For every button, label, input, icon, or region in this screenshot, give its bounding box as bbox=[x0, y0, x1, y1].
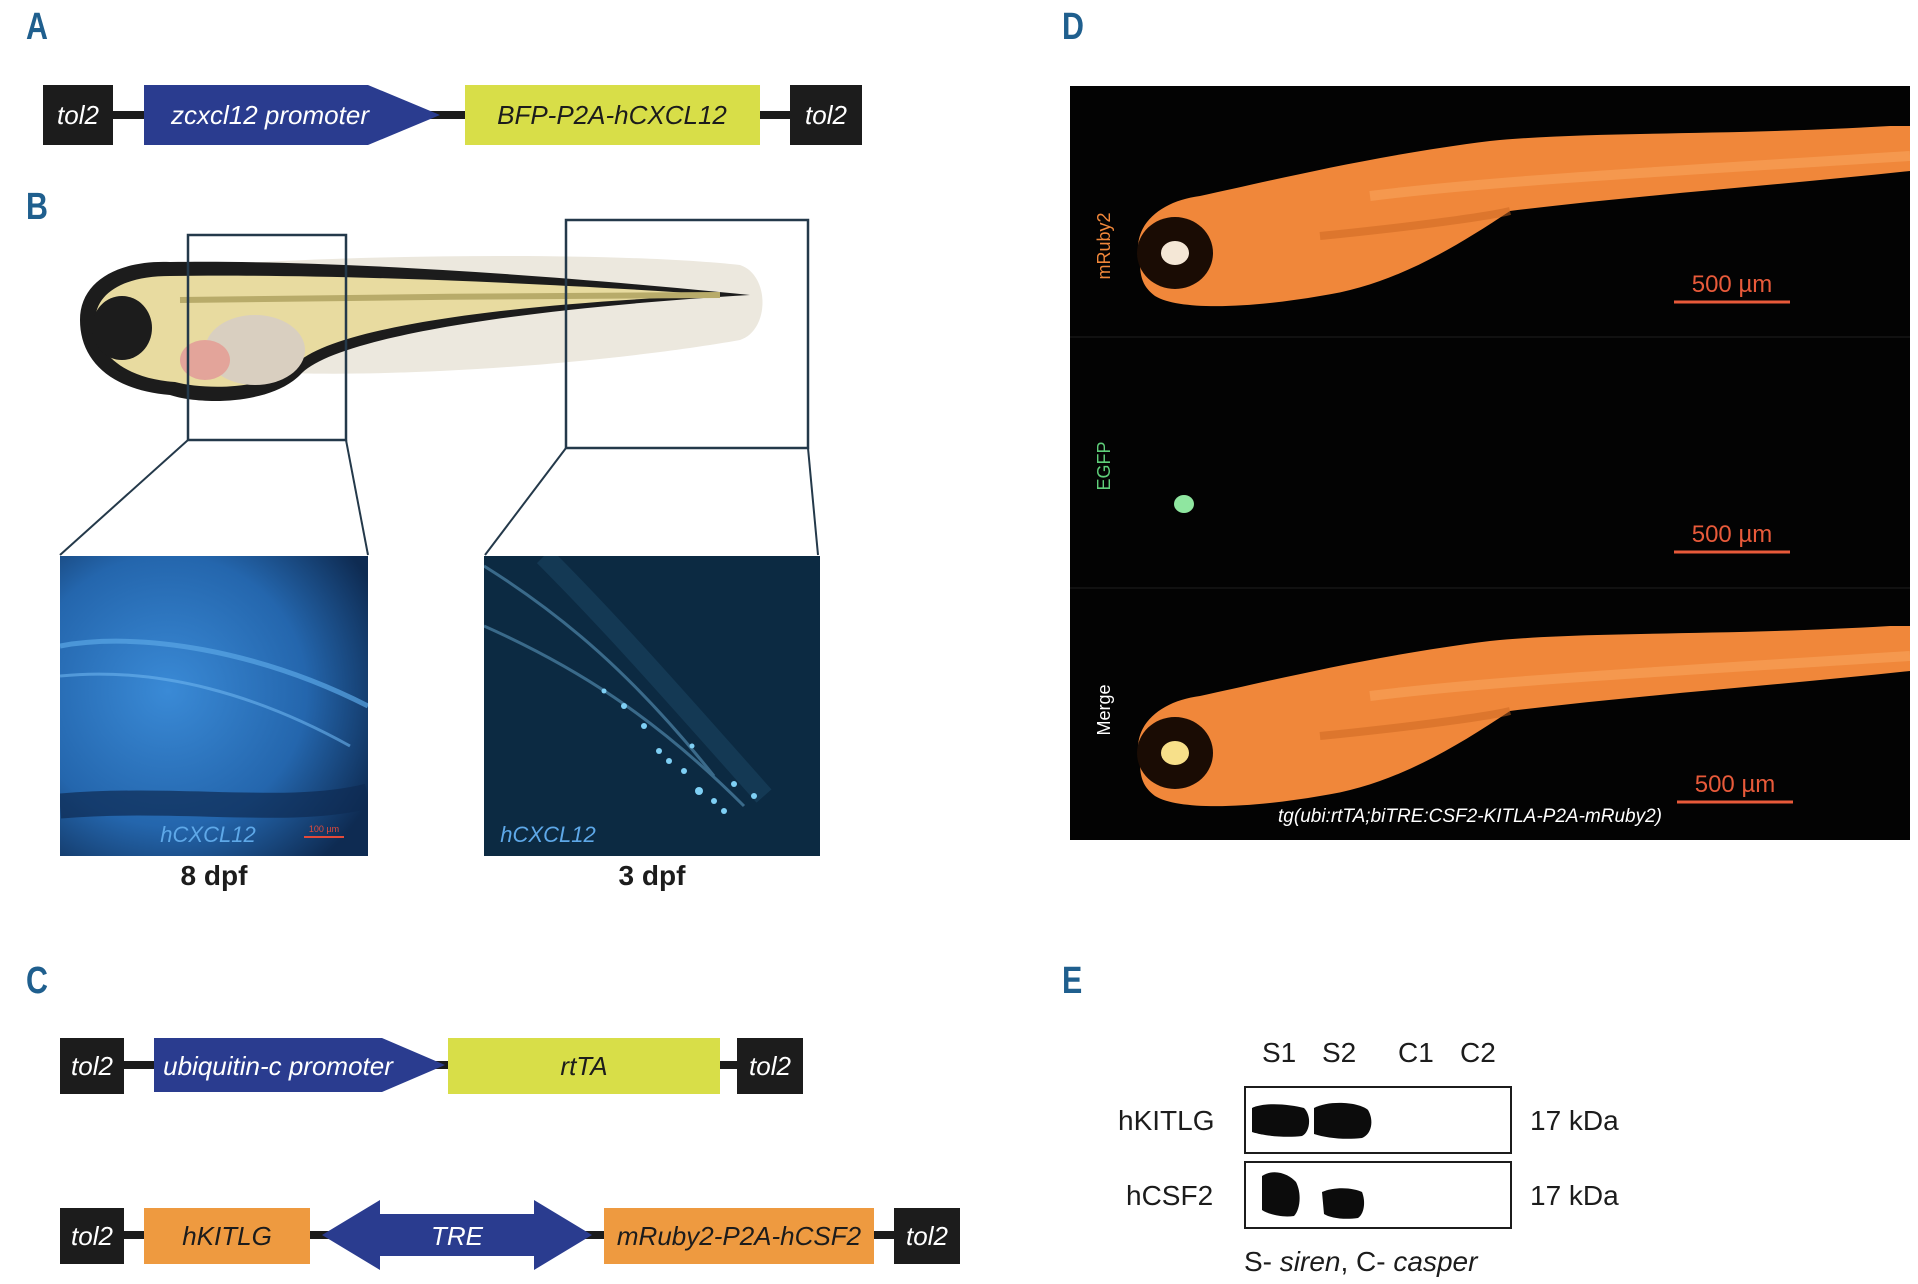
scalebar-label-3: 500 µm bbox=[1695, 771, 1776, 798]
size-label-1: 17 kDa bbox=[1530, 1105, 1619, 1136]
c2-tol2-right bbox=[894, 1208, 960, 1264]
c1-tol2-left-label: tol2 bbox=[71, 1051, 113, 1081]
inset-3dpf-cells bbox=[601, 688, 757, 814]
zoom-box-head bbox=[186, 233, 348, 442]
fluorescence-panel: mRuby2 500 µm EGFP 500 µm Merge 500 µm t… bbox=[1070, 86, 1910, 840]
label-merge: Merge bbox=[1094, 684, 1114, 735]
c2-tol2-left-label: tol2 bbox=[71, 1221, 113, 1251]
band-hkitlg-s1 bbox=[1252, 1104, 1310, 1137]
row-merge: Merge 500 µm tg(ubi:rtTA;biTRE:CSF2-KITL… bbox=[1094, 626, 1910, 827]
legend-prefix-c: , C- bbox=[1340, 1246, 1394, 1277]
tol2-box-left bbox=[43, 85, 113, 145]
size-label-2: 17 kDa bbox=[1530, 1180, 1619, 1211]
panel-letter-e: E bbox=[1062, 960, 1083, 1002]
panel-letter-a: A bbox=[26, 6, 48, 48]
tol2-label-right: tol2 bbox=[805, 100, 847, 130]
lane-label-s1: S1 bbox=[1262, 1037, 1297, 1068]
zoom-line-4 bbox=[807, 447, 819, 556]
construct-a: tol2 zcxcl12 promoter BFP-P2A-hCXCL12 to… bbox=[43, 85, 862, 145]
c1-tol2-right-label: tol2 bbox=[749, 1051, 791, 1081]
c2-mruby-label: mRuby2-P2A-hCSF2 bbox=[617, 1221, 862, 1251]
row-label-hcsf2: hCSF2 bbox=[1126, 1180, 1214, 1211]
band-hkitlg-s2 bbox=[1314, 1102, 1372, 1139]
zoom-box-tail bbox=[564, 218, 810, 450]
notochord bbox=[179, 292, 721, 303]
c2-tre-label: TRE bbox=[431, 1221, 484, 1251]
c2-tol2-right-label: tol2 bbox=[906, 1221, 948, 1251]
c2-mruby-box bbox=[604, 1208, 874, 1264]
promoter-arrow-zcxcl12 bbox=[144, 85, 440, 145]
construct-c: tol2 ubiquitin-c promoter rtTA tol2 tol2… bbox=[60, 1038, 960, 1270]
promoter-label-zcxcl12: zcxcl12 promoter bbox=[170, 100, 370, 130]
row-egfp: EGFP 500 µm bbox=[1094, 441, 1790, 554]
genotype-label: tg(ubi:rtTA;biTRE:CSF2-KITLA-P2A-mRuby2) bbox=[1278, 806, 1662, 827]
c1-tol2-left bbox=[60, 1038, 124, 1094]
c1-tol2-right bbox=[737, 1038, 803, 1094]
larva-eye bbox=[92, 296, 152, 360]
panel-letter-d: D bbox=[1062, 6, 1084, 48]
inset-3dpf-caption: 3 dpf bbox=[618, 860, 686, 891]
c2-tre-bidirectional bbox=[322, 1200, 592, 1270]
legend-casper: casper bbox=[1393, 1246, 1478, 1277]
c2-tol2-left bbox=[60, 1208, 124, 1264]
band-hcsf2-s2 bbox=[1322, 1188, 1365, 1219]
lane-label-s2: S2 bbox=[1322, 1037, 1357, 1068]
band-hcsf2-s1 bbox=[1262, 1172, 1300, 1217]
inset-3dpf-label: hCXCL12 bbox=[500, 822, 595, 847]
yolk bbox=[205, 315, 305, 385]
zoom-line-2 bbox=[345, 439, 369, 556]
gene-label-bfp: BFP-P2A-hCXCL12 bbox=[497, 100, 727, 130]
larva-illustration bbox=[59, 218, 819, 556]
tol2-label-left: tol2 bbox=[57, 100, 99, 130]
western-blot bbox=[1244, 1086, 1512, 1229]
c1-rtta-label: rtTA bbox=[560, 1051, 607, 1081]
zoom-line-3 bbox=[484, 447, 567, 556]
c1-ubiquitin-promoter bbox=[154, 1038, 445, 1092]
c2-hkitlg-label: hKITLG bbox=[182, 1221, 272, 1251]
inset-8dpf-scalebar-label: 100 µm bbox=[309, 824, 339, 834]
panel-letter-b: B bbox=[26, 186, 48, 228]
panel-letter-c: C bbox=[26, 960, 48, 1002]
inset-8dpf-label: hCXCL12 bbox=[160, 822, 255, 847]
gene-box-bfp bbox=[465, 85, 760, 145]
zoom-line-1 bbox=[59, 439, 189, 556]
egfp-spot bbox=[1174, 495, 1194, 513]
c2-hkitlg-box bbox=[144, 1208, 310, 1264]
inset-8dpf: hCXCL12 100 µm bbox=[60, 556, 368, 856]
scalebar-label-1: 500 µm bbox=[1692, 271, 1773, 298]
c1-ubiquitin-promoter-label: ubiquitin-c promoter bbox=[163, 1051, 394, 1081]
legend-siren: siren bbox=[1279, 1246, 1341, 1277]
label-mruby2: mRuby2 bbox=[1094, 212, 1114, 279]
blot-legend: S- siren, C- casper bbox=[1244, 1246, 1477, 1278]
heart-region bbox=[180, 340, 230, 380]
inset-8dpf-caption: 8 dpf bbox=[180, 860, 248, 891]
lane-label-c2: C2 bbox=[1460, 1037, 1496, 1068]
row-label-hkitlg: hKITLG bbox=[1118, 1105, 1215, 1136]
lane-label-c1: C1 bbox=[1398, 1037, 1434, 1068]
legend-prefix-s: S- bbox=[1244, 1246, 1280, 1277]
c1-rtta-box bbox=[448, 1038, 720, 1094]
scalebar-label-2: 500 µm bbox=[1692, 521, 1773, 548]
tol2-box-right bbox=[790, 85, 862, 145]
inset-3dpf: hCXCL12 bbox=[484, 556, 820, 856]
label-egfp: EGFP bbox=[1094, 441, 1114, 490]
row-mruby2: mRuby2 500 µm bbox=[1094, 126, 1910, 306]
